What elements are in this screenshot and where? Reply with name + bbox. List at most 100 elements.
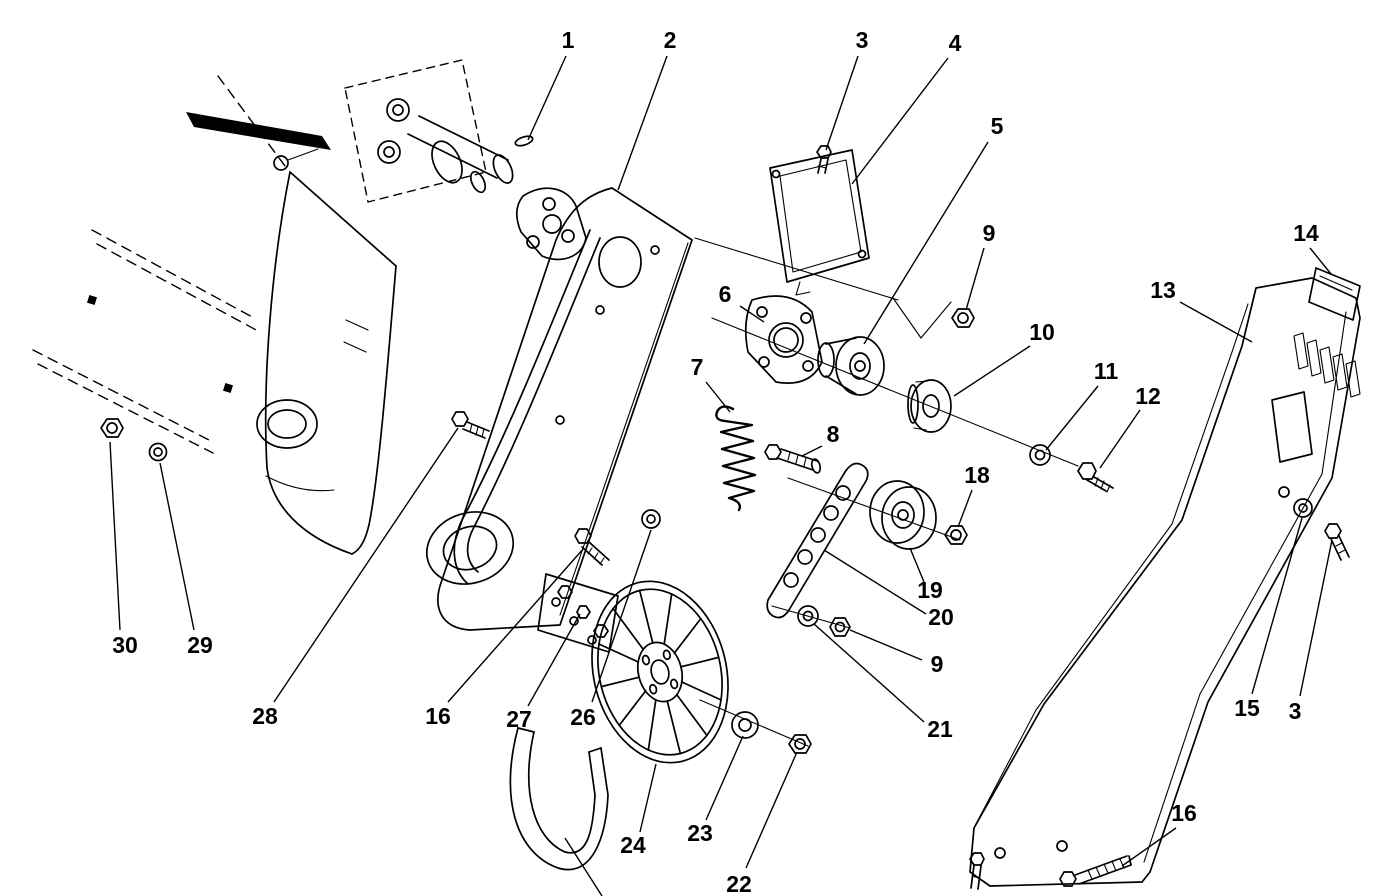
leader-line-20 (823, 549, 927, 615)
bracket-bolt (816, 145, 832, 174)
callout-23: 23 (687, 820, 713, 846)
callout-13: 13 (1150, 277, 1176, 303)
vent-slot (1345, 360, 1361, 398)
washer-23 (731, 711, 759, 739)
vent-slot (1332, 353, 1348, 391)
leader-line-12 (1099, 409, 1141, 469)
callout-22: 22 (726, 871, 752, 896)
impeller-wheel (573, 567, 746, 778)
callout-29: 29 (187, 632, 213, 658)
leader-line-23 (705, 735, 744, 821)
leader-line-16-bottom (1121, 827, 1177, 867)
callout-3-top: 3 (856, 27, 869, 53)
hex-nut-22 (788, 734, 812, 754)
callout-4: 4 (949, 30, 962, 56)
bolt-12 (1077, 462, 1114, 493)
weld-mark-left (86, 294, 98, 306)
mount-plate-small (515, 187, 587, 261)
leader-line-3-right (1299, 539, 1333, 697)
leader-line-4 (851, 57, 949, 185)
callout-9-top: 9 (983, 220, 996, 246)
pulley-hub (817, 336, 885, 396)
callout-15: 15 (1234, 695, 1260, 721)
washer-21 (797, 605, 819, 627)
callout-16-left: 16 (425, 703, 451, 729)
top-left-shaft-assembly (186, 59, 534, 203)
idler-pulley (869, 480, 937, 550)
spring-anchor-bolt (764, 444, 822, 474)
leader-line-21 (813, 623, 925, 723)
leader-line-9-top (965, 247, 985, 311)
belt-leader-line (564, 837, 603, 896)
leader-line-27 (527, 613, 581, 707)
tension-spring (715, 405, 757, 512)
callout-8: 8 (827, 421, 840, 447)
rod-eyelet (273, 155, 289, 171)
hidden-rod-dashes (32, 75, 289, 454)
bolt-16-bottom (1059, 855, 1132, 887)
idler-bracket (769, 145, 870, 296)
leader-line-16-left (447, 547, 585, 703)
leader-line-19 (909, 547, 925, 583)
drive-shaft (407, 133, 498, 179)
vent-slot (1306, 339, 1322, 377)
callout-5: 5 (991, 113, 1004, 139)
idler-arm (766, 462, 869, 619)
leader-line-13 (1179, 301, 1253, 343)
plate-boss (425, 511, 515, 585)
drive-plate (425, 187, 693, 631)
shaft-key-pin (514, 135, 534, 147)
cover-disc (907, 379, 952, 433)
callout-7: 7 (691, 354, 704, 380)
callout-24: 24 (620, 832, 646, 858)
callout-19: 19 (917, 577, 943, 603)
gearbox-hidden-outline (344, 59, 487, 203)
leader-line-30 (109, 441, 121, 631)
vent-slot (1319, 346, 1335, 384)
callout-28: 28 (252, 703, 278, 729)
leader-line-29 (159, 462, 195, 631)
leader-line-10 (953, 345, 1031, 397)
belt-on-plate (453, 229, 601, 585)
panel-window (1271, 391, 1313, 463)
callout-20: 20 (928, 604, 954, 630)
side-panel (969, 267, 1361, 887)
callout-14: 14 (1293, 220, 1319, 246)
leader-line-2 (617, 55, 668, 191)
callout-10: 10 (1029, 319, 1055, 345)
hex-nut-18 (944, 525, 968, 545)
callout-18: 18 (964, 462, 990, 488)
control-rod (186, 112, 331, 150)
leader-line-9-lower (849, 629, 923, 661)
leader-line-14 (1309, 247, 1332, 275)
flange-plate (744, 295, 823, 384)
leader-line-7 (705, 381, 731, 413)
callout-2: 2 (664, 27, 677, 53)
leader-line-1 (527, 55, 567, 141)
bolt-28 (451, 411, 490, 439)
v-belt (509, 727, 609, 896)
callout-1: 1 (562, 27, 575, 53)
leader-line-26 (591, 529, 652, 703)
washer-15 (1293, 498, 1313, 518)
leader-line-15 (1251, 517, 1303, 695)
callout-30: 30 (112, 632, 138, 658)
callout-6: 6 (719, 281, 732, 307)
leader-line-11 (1045, 385, 1099, 451)
callout-11: 11 (1094, 358, 1119, 384)
callout-3-right: 3 (1289, 698, 1302, 724)
washer-26 (641, 509, 661, 529)
leader-line-8 (801, 445, 823, 457)
hex-nut-30 (100, 418, 124, 438)
callout-27: 27 (506, 706, 532, 732)
leader-line-22 (745, 751, 798, 869)
callout-16-bottom: 16 (1171, 800, 1197, 826)
hex-nut-9-upper (951, 308, 975, 328)
weld-mark-housing (222, 382, 234, 394)
vent-slot (1293, 332, 1309, 370)
axis-lines (694, 237, 1079, 747)
leader-line-5 (863, 141, 989, 345)
